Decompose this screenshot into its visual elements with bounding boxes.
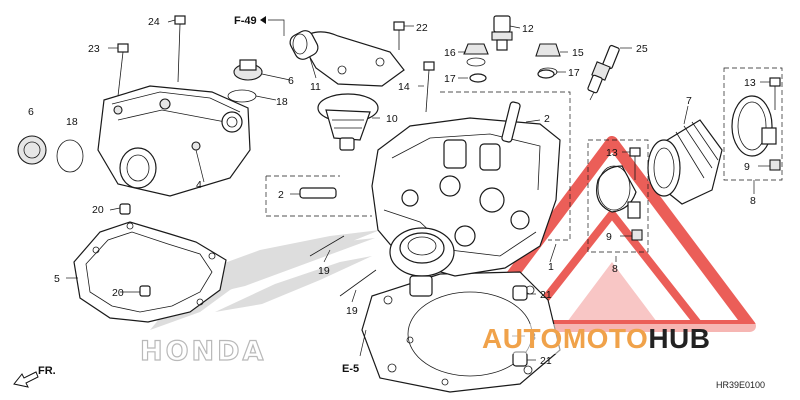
callout-20-top: 20: [92, 204, 104, 216]
callout-6-top: 6: [288, 75, 294, 87]
callout-2-right: 2: [544, 113, 550, 125]
callout-5: 5: [54, 273, 60, 285]
callout-13-lower: 13: [606, 147, 618, 159]
leader-lines: [66, 16, 770, 361]
intake-insulator: [647, 119, 723, 205]
callout-18-left: 18: [66, 116, 78, 128]
diagram-code: HR39E0100: [716, 380, 765, 390]
callout-10: 10: [386, 113, 398, 125]
logo-text-moto: MOTO: [563, 323, 648, 354]
callout-14: 14: [398, 81, 410, 93]
front-arrow-icon: FR.: [13, 365, 56, 388]
callout-17-right: 17: [568, 67, 580, 79]
hose-band-upper: [731, 95, 777, 157]
reference-f49: F-49: [234, 15, 257, 27]
callout-8-upper: 8: [750, 195, 756, 207]
svg-text:AUTOMOTOHUB: AUTOMOTOHUB: [482, 323, 710, 354]
callout-22: 22: [416, 22, 428, 34]
callout-21-upper: 21: [540, 289, 552, 301]
callout-2-left: 2: [278, 189, 284, 201]
callout-12: 12: [522, 23, 534, 35]
small-hardware: [17, 43, 781, 367]
logo-text-auto: AUTO: [482, 323, 563, 354]
callout-19-upper: 19: [318, 265, 330, 277]
spark-plug: [587, 44, 620, 101]
callout-25: 25: [636, 43, 648, 55]
thermostat-cover: [289, 30, 405, 87]
cylinder-head: [371, 117, 561, 297]
honda-watermark-text: HONDA: [140, 336, 266, 367]
callout-16: 16: [444, 47, 456, 59]
callout-11: 11: [310, 81, 321, 93]
callout-6-left: 6: [28, 106, 34, 118]
thermostat: [317, 93, 379, 151]
callout-7: 7: [686, 95, 692, 107]
callout-21-lower: 21: [540, 355, 552, 367]
callout-24: 24: [148, 16, 160, 28]
hose-band-lower: [596, 165, 641, 219]
callout-9-lower: 9: [606, 231, 612, 243]
honda-wing-watermark: HONDA: [139, 230, 380, 368]
callout-20-bottom: 20: [112, 287, 124, 299]
dashed-group-boxes: [265, 67, 783, 253]
callout-23: 23: [88, 43, 100, 55]
callout-13-upper: 13: [744, 77, 756, 89]
callout-18-top: 18: [276, 96, 288, 108]
cylinder-head-cover: [97, 85, 251, 197]
automotohub-wordmark: AUTOMOTOHUB: [478, 323, 798, 354]
callout-8-lower: 8: [612, 263, 618, 275]
callout-15: 15: [572, 47, 584, 59]
callout-labels: 24 23 6 18 6 18 4 11 22 12 16 17 15 17 2…: [28, 15, 756, 375]
callout-17-left: 17: [444, 73, 456, 85]
callout-1: 1: [548, 261, 554, 273]
head-cover-gasket: [73, 221, 227, 323]
logo-text-hub: HUB: [648, 323, 710, 354]
callout-9-upper: 9: [744, 161, 750, 173]
reference-e5: E-5: [342, 363, 359, 375]
callout-4: 4: [196, 179, 202, 191]
front-label: FR.: [38, 365, 56, 377]
bolts: [117, 15, 781, 297]
callout-19-lower: 19: [346, 305, 358, 317]
temperature-sensor: [491, 15, 513, 51]
